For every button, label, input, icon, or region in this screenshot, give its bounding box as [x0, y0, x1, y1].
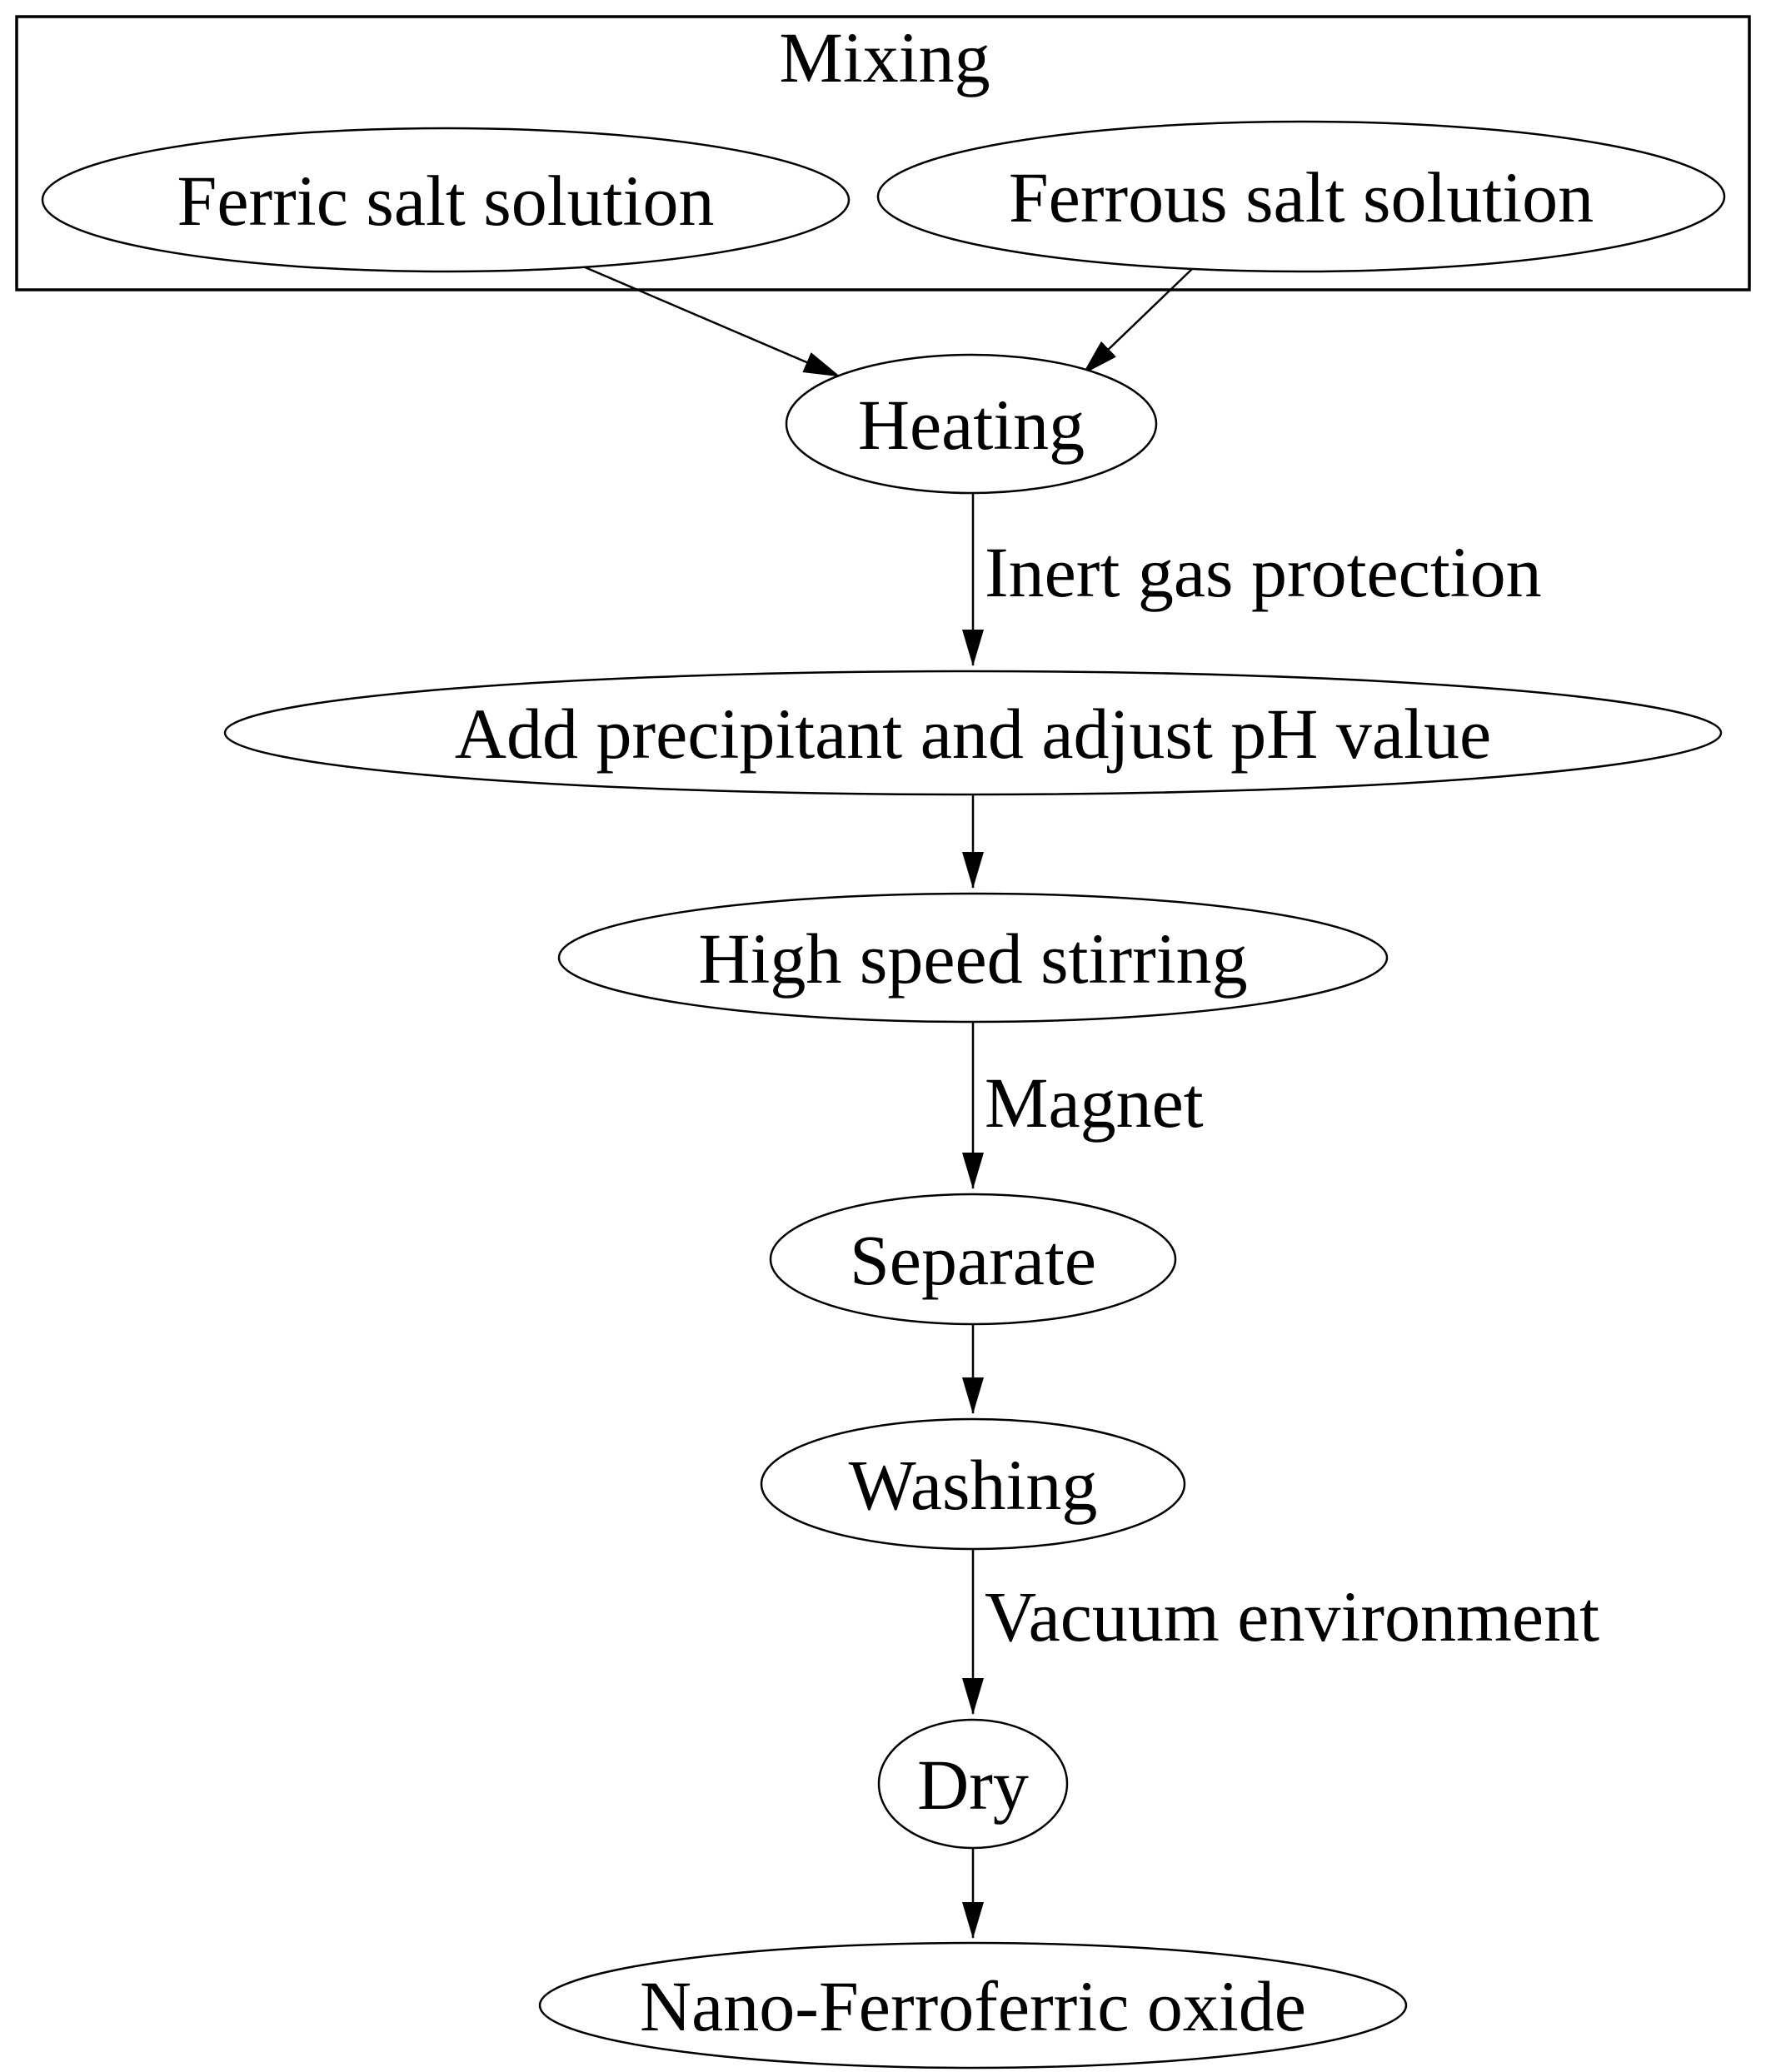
node-add-precipitant: Add precipitant and adjust pH value — [223, 670, 1723, 796]
edge-ferrous-to-heating — [1082, 268, 1193, 375]
node-separate: Separate — [769, 1193, 1177, 1326]
node-ferrous-salt-solution: Ferrous salt solution — [876, 120, 1726, 273]
node-separate-label: Separate — [850, 1220, 1096, 1300]
node-ferric-salt-solution-label: Ferric salt solution — [177, 161, 715, 241]
edge-ferric-to-heating-arrow — [582, 265, 841, 378]
edge-ferric-to-heating — [582, 265, 841, 378]
node-nano-ferroferric-oxide: Nano-Ferroferric oxide — [538, 1941, 1408, 2070]
mixing-cluster-label: Mixing — [779, 17, 990, 97]
node-washing: Washing — [760, 1417, 1186, 1551]
node-high-speed-stirring-ellipse — [557, 892, 1389, 1024]
node-washing-ellipse — [760, 1417, 1186, 1551]
edge-label-vacuum-environment: Vacuum environment — [985, 1576, 1599, 1656]
node-nano-ferroferric-oxide-ellipse — [538, 1941, 1408, 2070]
node-ferrous-salt-solution-label: Ferrous salt solution — [1009, 157, 1594, 237]
edge-label-magnet: Magnet — [985, 1063, 1204, 1143]
node-high-speed-stirring: High speed stirring — [557, 892, 1389, 1024]
node-heating-label: Heating — [858, 385, 1085, 465]
node-dry-ellipse — [877, 1718, 1069, 1850]
node-add-precipitant-ellipse — [223, 670, 1723, 796]
node-heating-ellipse — [785, 353, 1158, 495]
edge-heating-to-precipitant: Inert gas protection — [962, 493, 1542, 666]
edge-label-inert-gas-protection: Inert gas protection — [985, 532, 1542, 612]
node-dry: Dry — [877, 1718, 1069, 1850]
node-dry-label: Dry — [917, 1745, 1029, 1825]
node-heating: Heating — [785, 353, 1158, 495]
edge-ferrous-to-heating-arrow — [1082, 268, 1193, 375]
edge-washing-to-dry: Vacuum environment — [962, 1549, 1599, 1715]
node-nano-ferroferric-oxide-label: Nano-Ferroferric oxide — [640, 1966, 1306, 2046]
node-add-precipitant-label: Add precipitant and adjust pH value — [455, 694, 1491, 774]
node-washing-label: Washing — [849, 1445, 1098, 1525]
edge-stirring-to-separate: Magnet — [962, 1022, 1204, 1189]
node-separate-ellipse — [769, 1193, 1177, 1326]
node-ferrous-salt-solution-ellipse — [876, 120, 1726, 273]
node-high-speed-stirring-label: High speed stirring — [698, 919, 1247, 999]
node-ferric-salt-solution: Ferric salt solution — [41, 127, 851, 273]
node-ferric-salt-solution-ellipse — [41, 127, 851, 273]
